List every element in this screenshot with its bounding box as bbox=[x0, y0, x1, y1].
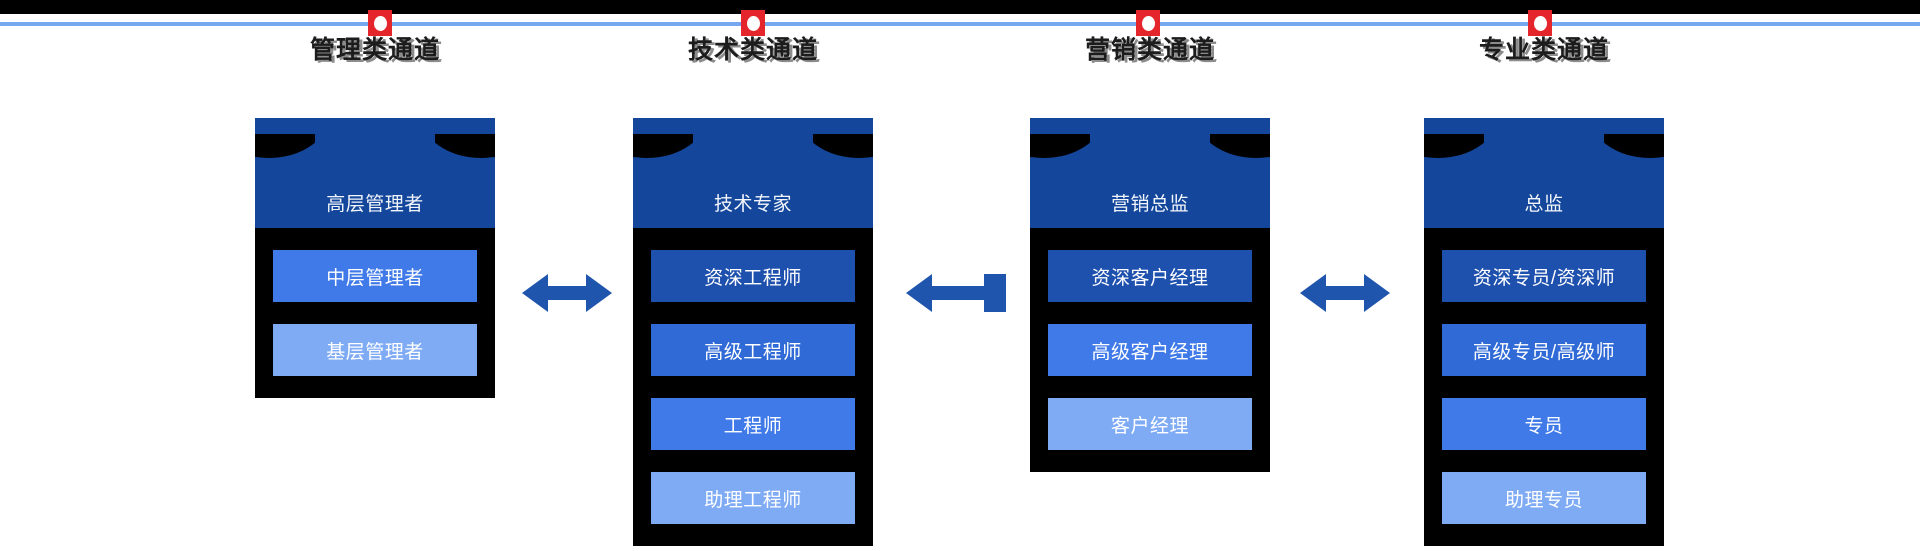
connector-arrow-management-technical bbox=[522, 274, 612, 312]
career-level-professional-5[interactable]: 助理专员 bbox=[1442, 472, 1646, 524]
career-level-professional-3[interactable]: 高级专员/高级师 bbox=[1442, 324, 1646, 376]
column-title-technical: 技术类通道 bbox=[687, 36, 818, 64]
arrow-shape bbox=[522, 274, 612, 312]
timeline-marker-dot bbox=[1533, 15, 1547, 31]
banner-swoosh-right-icon bbox=[435, 134, 495, 168]
career-level-technical-5[interactable]: 助理工程师 bbox=[651, 472, 855, 524]
career-level-marketing-2[interactable]: 资深客户经理 bbox=[1048, 250, 1252, 302]
banner-swoosh-right-icon bbox=[813, 134, 873, 168]
column-title-management: 管理类通道 bbox=[309, 36, 440, 64]
timeline-marker-dot bbox=[1141, 15, 1155, 31]
ladder-banner-professional bbox=[1424, 118, 1664, 228]
arrow-shape bbox=[906, 274, 1006, 312]
timeline-rule bbox=[0, 22, 1920, 26]
banner-swoosh-left-icon bbox=[1424, 134, 1484, 168]
timeline-marker-1[interactable] bbox=[368, 10, 392, 36]
career-level-professional-4[interactable]: 专员 bbox=[1442, 398, 1646, 450]
career-level-technical-2[interactable]: 资深工程师 bbox=[651, 250, 855, 302]
career-level-technical-1[interactable]: 技术专家 bbox=[713, 193, 792, 215]
timeline-marker-dot bbox=[373, 15, 387, 31]
career-level-technical-3[interactable]: 高级工程师 bbox=[651, 324, 855, 376]
career-level-marketing-1[interactable]: 营销总监 bbox=[1110, 193, 1189, 215]
career-path-column-management[interactable]: 管理类通道高层管理者中层管理者基层管理者 bbox=[255, 38, 495, 398]
career-path-column-marketing[interactable]: 营销类通道营销总监资深客户经理高级客户经理客户经理 bbox=[1030, 38, 1270, 472]
career-level-management-3[interactable]: 基层管理者 bbox=[273, 324, 477, 376]
career-ladder-diagram: 管理类通道高层管理者中层管理者基层管理者技术类通道技术专家资深工程师高级工程师工… bbox=[0, 26, 1920, 551]
timeline-marker-3[interactable] bbox=[1136, 10, 1160, 36]
column-title-professional: 专业类通道 bbox=[1478, 36, 1609, 64]
timeline-marker-dot bbox=[746, 15, 760, 31]
column-title-marketing: 营销类通道 bbox=[1084, 36, 1215, 64]
banner-swoosh-right-icon bbox=[1604, 134, 1664, 168]
timeline-marker-4[interactable] bbox=[1528, 10, 1552, 36]
career-level-professional-2[interactable]: 资深专员/资深师 bbox=[1442, 250, 1646, 302]
banner-swoosh-right-icon bbox=[1210, 134, 1270, 168]
top-black-bar bbox=[0, 0, 1920, 14]
career-level-professional-1[interactable]: 总监 bbox=[1524, 193, 1564, 215]
banner-swoosh-left-icon bbox=[633, 134, 693, 168]
career-path-column-technical[interactable]: 技术类通道技术专家资深工程师高级工程师工程师助理工程师 bbox=[633, 38, 873, 546]
connector-arrow-marketing-technical bbox=[906, 274, 1006, 312]
banner-swoosh-left-icon bbox=[255, 134, 315, 168]
timeline-marker-2[interactable] bbox=[741, 10, 765, 36]
career-level-marketing-4[interactable]: 客户经理 bbox=[1048, 398, 1252, 450]
career-level-marketing-3[interactable]: 高级客户经理 bbox=[1048, 324, 1252, 376]
career-level-management-1[interactable]: 高层管理者 bbox=[326, 193, 424, 215]
banner-swoosh-left-icon bbox=[1030, 134, 1090, 168]
career-level-management-2[interactable]: 中层管理者 bbox=[273, 250, 477, 302]
career-path-column-professional[interactable]: 专业类通道总监资深专员/资深师高级专员/高级师专员助理专员 bbox=[1424, 38, 1664, 546]
connector-arrow-marketing-professional bbox=[1300, 274, 1390, 312]
arrow-shape bbox=[1300, 274, 1390, 312]
career-level-technical-4[interactable]: 工程师 bbox=[651, 398, 855, 450]
